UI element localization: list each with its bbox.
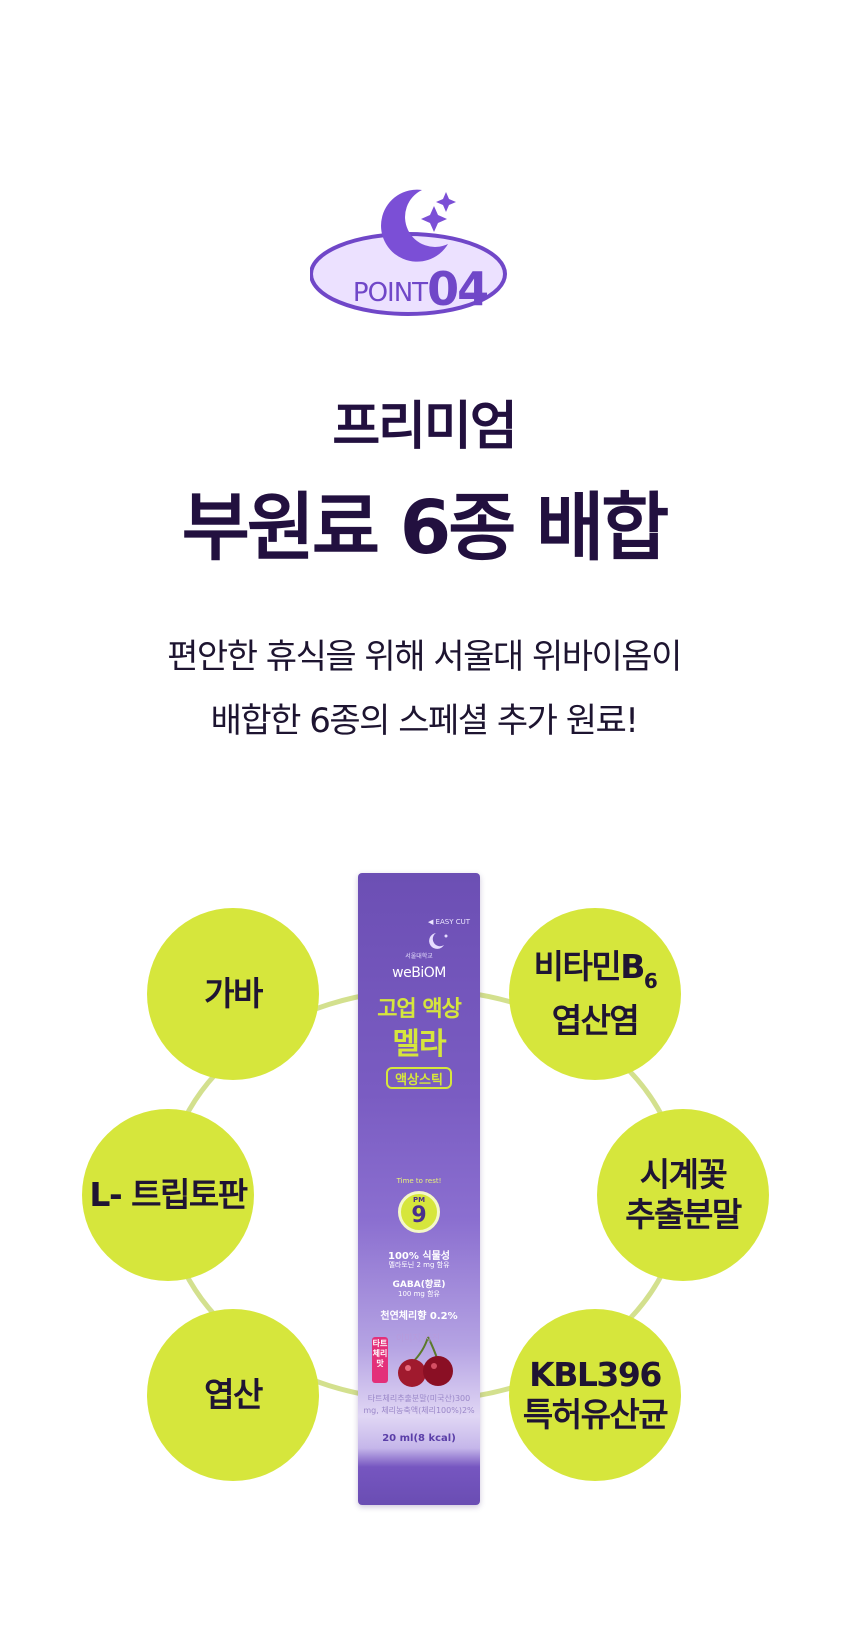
flavor-label: 타트체리맛 xyxy=(372,1339,388,1368)
product-name-line-1: 고업 액상 xyxy=(377,997,462,1022)
info-line-1: 100% 식물성 xyxy=(388,1251,450,1262)
ingredient-circle-tryptophan: L- 트립토판 xyxy=(82,1109,254,1281)
ingredient-label: 엽산 xyxy=(204,1375,263,1414)
ingredient-text-1: 타트체리추출분말(미국산)300 xyxy=(367,1394,471,1403)
product-name-line-2: 멜라 xyxy=(392,1027,446,1062)
vitamin-subscript: 6 xyxy=(643,969,658,993)
product-stick: ◀ EASY CUT 서울대학교 weBiOM 고업 액상 멜라 액상스틱 Ti… xyxy=(358,873,480,1505)
ingredient-label: L- 트립토판 xyxy=(89,1175,248,1214)
info-line-5: 천연체리향 0.2% xyxy=(380,1311,458,1322)
ingredient-label-line-2: 엽산염 xyxy=(551,1001,640,1040)
easy-cut-label: ◀ EASY CUT xyxy=(427,918,470,926)
ingredient-label-line-1: KBL396 xyxy=(529,1355,662,1394)
flavor-tag xyxy=(372,1337,388,1383)
cherry-icon xyxy=(398,1336,453,1387)
ingredient-circle-probiotic: KBL396 특허유산균 xyxy=(509,1309,681,1481)
description-line-2: 배합한 6종의 스페셜 추가 원료! xyxy=(210,701,639,741)
info-line-2: 멜라토닌 2 mg 함유 xyxy=(388,1261,450,1269)
ingredient-text-2: mg, 체리농축액(체리100%)2% xyxy=(363,1406,475,1415)
moon-icon xyxy=(429,933,448,949)
ingredient-label-line-2: 추출분말 xyxy=(625,1195,742,1234)
clock-icon xyxy=(398,1191,440,1233)
ingredient-circle-passionflower: 시계꽃 추출분말 xyxy=(597,1109,769,1281)
brand-subtitle: 서울대학교 xyxy=(405,953,433,960)
brand-logo: weBiOM xyxy=(392,965,446,981)
clock-pm: PM xyxy=(412,1196,426,1204)
ingredient-circle-vitamin-b6: 비타민B6 엽산염 xyxy=(509,908,681,1080)
info-line-4: 100 mg 함유 xyxy=(398,1290,440,1298)
time-to-rest: Time to rest! xyxy=(396,1177,442,1185)
info-line-3: GABA(향료) xyxy=(392,1280,446,1290)
ingredient-label: 가바 xyxy=(204,974,263,1013)
moon-stars-icon xyxy=(310,189,507,316)
ingredient-circle-folic-acid: 엽산 xyxy=(147,1309,319,1481)
heading-line-1: 프리미엄 xyxy=(332,397,517,457)
point-badge: POINT04 xyxy=(310,186,530,336)
description-line-1: 편안한 휴식을 위해 서울대 위바이옴이 xyxy=(167,637,682,677)
point-number: 04 xyxy=(427,262,489,316)
product-type: 액상스틱 xyxy=(395,1073,443,1088)
product-type-frame xyxy=(386,1067,452,1089)
image-label: 이미지 사진 xyxy=(395,1334,441,1344)
point-label: POINT04 xyxy=(310,262,530,316)
volume-label: 20 ml(8 kcal) xyxy=(382,1433,456,1444)
ingredient-label-line-1: 시계꽃 xyxy=(639,1155,728,1194)
ingredient-label-line-1: 비타민B6 xyxy=(533,947,658,1001)
clock-hour: 9 xyxy=(411,1203,427,1228)
ingredient-circle-gaba: 가바 xyxy=(147,908,319,1080)
ingredient-label-line-2: 특허유산균 xyxy=(522,1395,669,1434)
point-text: POINT xyxy=(352,278,428,308)
vitamin-text: 비타민B xyxy=(533,947,646,986)
heading-line-2: 부원료 6종 배합 xyxy=(181,485,670,571)
